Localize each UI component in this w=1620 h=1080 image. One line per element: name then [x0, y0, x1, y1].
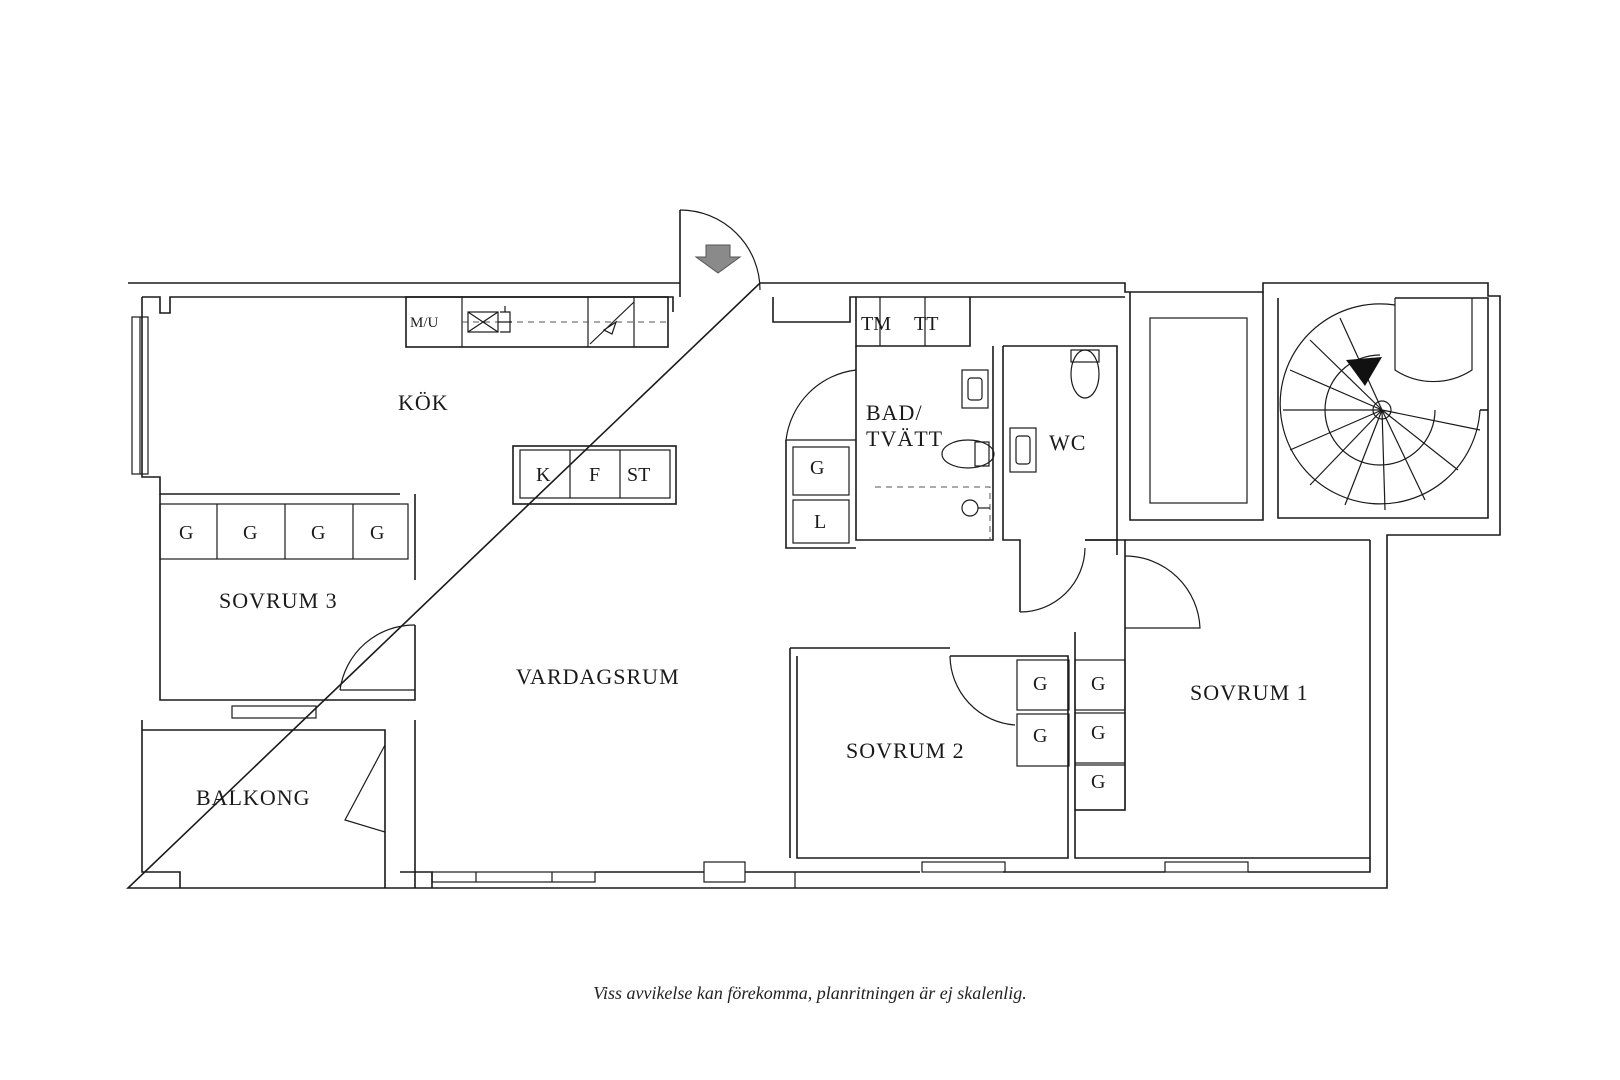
wardrobe-label: G [1091, 771, 1105, 793]
entrance-arrow-icon [694, 244, 742, 274]
kitchen-window [131, 316, 149, 475]
island-k-label: K [536, 464, 551, 486]
entrance-door [679, 209, 761, 297]
spiral-staircase [1277, 297, 1489, 519]
island-st-label: ST [627, 464, 650, 486]
bedroom1-walls [1074, 539, 1370, 873]
wardrobe-label: G [810, 457, 824, 479]
microwave-label: M/U [410, 315, 439, 331]
bedroom2-walls [789, 539, 1201, 873]
bottom-windows [431, 861, 796, 888]
outer-walls [126, 282, 1501, 889]
bedroom3-label: SOVRUM 3 [219, 588, 338, 613]
kitchen-counter [405, 296, 669, 348]
balcony-walls [142, 720, 416, 888]
bedroom3-walls [159, 494, 416, 719]
bedroom1-label: SOVRUM 1 [1190, 680, 1309, 705]
linen-label: L [814, 511, 826, 533]
wardrobe-label: G [179, 522, 193, 544]
wardrobe-label: G [370, 522, 384, 544]
wardrobe-label: G [311, 522, 325, 544]
island-f-label: F [589, 464, 600, 486]
stair-direction-arrow-icon [1346, 357, 1382, 386]
disclaimer-text: Viss avvikelse kan förekomma, planritnin… [593, 983, 1027, 1003]
wc-walls [1002, 345, 1118, 613]
kitchen-island [512, 445, 677, 505]
bath-label-line2: TVÄTT [866, 426, 943, 451]
wardrobe-label: G [1033, 673, 1047, 695]
wardrobe-label: G [1091, 722, 1105, 744]
living-room-label: VARDAGSRUM [516, 664, 680, 689]
wc-label: WC [1049, 430, 1086, 455]
kitchen-label: KÖK [398, 390, 449, 415]
balcony-label: BALKONG [196, 785, 311, 810]
tm-label: TM [861, 313, 891, 335]
wardrobe-label: G [243, 522, 257, 544]
bedroom2-label: SOVRUM 2 [846, 738, 965, 763]
wardrobe-label: G [1091, 673, 1105, 695]
bathroom-walls [785, 297, 995, 549]
wardrobe-label: G [1033, 725, 1047, 747]
tt-label: TT [914, 313, 938, 335]
bath-label: BAD/ [866, 400, 923, 425]
storage-shaft [1129, 292, 1264, 521]
